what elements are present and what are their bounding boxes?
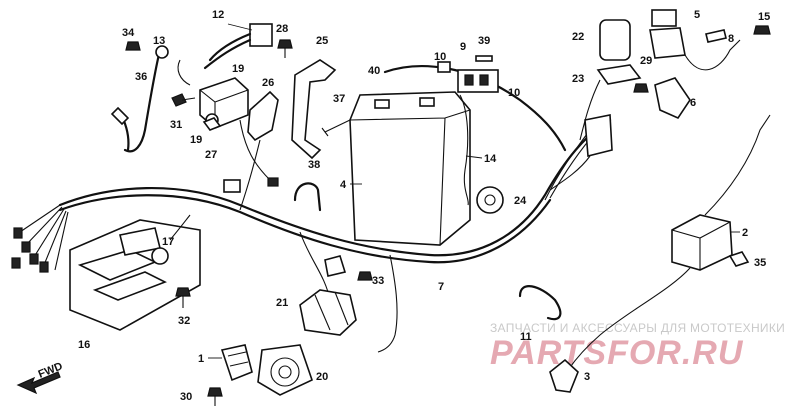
watermark-text: ЗАПЧАСТИ И АКСЕССУАРЫ ДЛЯ МОТОТЕХНИКИ [490, 321, 785, 335]
grommet-24 [476, 186, 504, 214]
label-15: 15 [758, 11, 770, 23]
label-28: 28 [276, 23, 288, 35]
label-3: 3 [584, 371, 590, 383]
label-22: 22 [572, 31, 584, 43]
label-11: 11 [520, 331, 532, 343]
label-7: 7 [438, 281, 444, 293]
battery-wire [383, 65, 567, 152]
ignition-coil [549, 19, 642, 191]
label-10b: 10 [508, 87, 520, 99]
label-39: 39 [478, 35, 490, 47]
bolt-34 [125, 41, 141, 51]
bolt-31 [171, 93, 196, 107]
bolt-8 [705, 29, 727, 43]
label-27: 27 [205, 149, 217, 161]
watermark-logo: PARTSFOR.RU [490, 334, 744, 372]
label-21: 21 [276, 297, 288, 309]
label-19: 19 [190, 134, 202, 146]
bolt-33 [357, 271, 373, 281]
label-36: 36 [135, 71, 147, 83]
label-16: 16 [78, 339, 90, 351]
label-6: 6 [690, 97, 696, 109]
cable-eye-36 [155, 45, 169, 59]
label-33: 33 [372, 275, 384, 287]
bolt-37 [321, 119, 351, 137]
relay-unit [649, 9, 741, 120]
bolt-32 [175, 287, 191, 308]
nut-19 [202, 117, 222, 131]
label-14: 14 [484, 153, 497, 165]
label-34: 34 [122, 27, 135, 39]
label-38: 38 [308, 159, 320, 171]
label-5: 5 [694, 9, 700, 21]
label-26: 26 [262, 77, 274, 89]
regulator-rectifier [199, 77, 279, 187]
label-29: 29 [640, 55, 652, 67]
ground-cable [116, 48, 162, 153]
connector-12 [177, 23, 273, 86]
label-12: 12 [212, 9, 224, 21]
label-23: 23 [572, 73, 584, 85]
battery-bracket [291, 59, 337, 160]
bolt-30 [207, 387, 223, 406]
label-35: 35 [754, 257, 766, 269]
main-wire-harness [11, 118, 612, 353]
label-40: 40 [368, 65, 380, 77]
label-2: 2 [742, 227, 748, 239]
label-20: 20 [316, 371, 328, 383]
nut-35 [728, 251, 750, 267]
label-18: 19 [232, 63, 244, 75]
battery [349, 91, 471, 246]
fuse-holder [437, 55, 499, 93]
label-4: 4 [340, 179, 347, 191]
part-labels: 12 13 34 36 28 25 19 26 31 19 27 40 37 1… [78, 9, 770, 403]
clamp-11 [518, 285, 562, 321]
label-37: 37 [333, 93, 345, 105]
switch-panel [69, 214, 201, 331]
clamp-38 [293, 182, 322, 212]
connector-small [223, 179, 241, 193]
bolt-15 [753, 25, 771, 35]
cdi-unit [567, 114, 771, 371]
label-24: 24 [514, 195, 527, 207]
bolt-28 [277, 39, 293, 58]
bracket-26 [247, 90, 279, 142]
bracket-1 [220, 344, 253, 382]
label-10a: 10 [434, 51, 446, 63]
spark-plug-cap [549, 358, 579, 393]
label-30: 30 [180, 391, 192, 403]
forward-arrow: FWD [16, 360, 64, 395]
label-13: 13 [153, 35, 165, 47]
label-17: 17 [162, 236, 174, 248]
label-31: 31 [170, 119, 182, 131]
label-9: 9 [460, 41, 466, 53]
label-8: 8 [728, 33, 734, 45]
horn [257, 344, 313, 396]
label-25: 25 [316, 35, 328, 47]
bracket-21 [299, 255, 357, 336]
bolt-29 [633, 83, 649, 93]
label-1: 1 [198, 353, 204, 365]
label-32: 32 [178, 315, 190, 327]
